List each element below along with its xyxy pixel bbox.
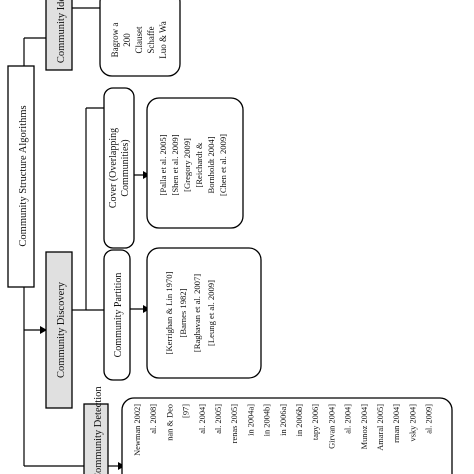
category-top-label: Community Ide xyxy=(56,0,67,63)
partition-label: Community Partition xyxy=(113,273,124,358)
category-detection-label: Community Detection xyxy=(93,386,104,474)
cover-ref-2: [Gregory 2009] xyxy=(182,138,192,192)
detection-ref-9: in 2006a] xyxy=(279,404,288,436)
cover-label-line1: Cover (Overlapping xyxy=(108,128,119,208)
detection-ref-10: in 2006b] xyxy=(295,404,304,437)
top-ref-1: 200 xyxy=(122,33,132,47)
detection-ref-1: al. 2008] xyxy=(149,404,158,434)
subcategory-box-cover xyxy=(103,87,135,249)
detection-ref-12: Girvan 2004] xyxy=(327,404,336,449)
cover-ref-1: [Shen et al. 2009] xyxy=(170,134,180,195)
refs-box-partition xyxy=(146,247,262,379)
category-box-discovery xyxy=(45,251,73,409)
detection-ref-2: nan & Deo xyxy=(165,404,174,441)
detection-ref-7: in 2004a] xyxy=(246,404,255,436)
partition-ref-2: [Raghavan et al. 2007] xyxy=(192,274,202,352)
detection-ref-15: Amaral 2005] xyxy=(376,404,385,451)
top-ref-0: Bagrow a xyxy=(110,23,120,58)
cover-ref-0: [Palla et al. 2005] xyxy=(158,134,168,195)
cover-ref-4: Bornholdt 2004] xyxy=(206,136,216,193)
top-ref-2: Clauset xyxy=(134,26,144,53)
detection-ref-16: rman 2004] xyxy=(392,404,401,443)
detection-ref-18: al. 2009] xyxy=(425,404,434,434)
refs-box-detection xyxy=(121,397,453,474)
refs-box-cover xyxy=(146,97,244,229)
cover-ref-3: [Reichardt & xyxy=(194,142,204,187)
category-box-detection xyxy=(83,403,109,474)
refs-cover-group: [Palla et al. 2005][Shen et al. 2009][Gr… xyxy=(158,134,228,196)
detection-ref-3: [97] xyxy=(182,404,191,418)
subcategory-box-partition xyxy=(103,249,131,381)
detection-ref-11: tapy 2006] xyxy=(311,404,320,440)
root-title: Community Structure Algorithms xyxy=(18,105,29,246)
refs-detection-group: Newman 2002] al. 2008] nan & Deo [97] al. 20… xyxy=(133,404,434,456)
detection-ref-13: al. 2004] xyxy=(344,404,353,434)
partition-ref-1: [Barnes 1982] xyxy=(178,288,188,337)
detection-ref-4: al. 2004] xyxy=(198,404,207,434)
detection-ref-8: in 2004b] xyxy=(263,404,272,437)
detection-ref-6: renas 2005] xyxy=(230,404,239,444)
cover-label-line2: Communities) xyxy=(120,139,131,196)
cover-ref-5: [Chen et al. 2009] xyxy=(218,134,228,196)
partition-ref-0: [Kerrighan & Lin 1970] xyxy=(164,271,174,354)
refs-partition-group: [Kerrighan & Lin 1970] [Barnes 1982] [Ragh… xyxy=(164,271,216,354)
detection-ref-0: Newman 2002] xyxy=(133,404,142,456)
arrow-discovery xyxy=(40,326,47,334)
detection-ref-17: vsky 2004] xyxy=(408,404,417,442)
detection-ref-5: al. 2005] xyxy=(214,404,223,434)
category-box-top xyxy=(45,0,73,71)
root-box xyxy=(7,65,35,288)
partition-ref-3: [Leung et al. 2009] xyxy=(206,280,216,346)
top-ref-3: Schaffe xyxy=(146,26,156,53)
detection-ref-14: Munoz 2004] xyxy=(360,404,369,450)
category-discovery-label: Community Discovery xyxy=(56,281,67,378)
refs-box-top xyxy=(99,0,181,77)
top-ref-4: Luo & Wa xyxy=(158,21,168,59)
